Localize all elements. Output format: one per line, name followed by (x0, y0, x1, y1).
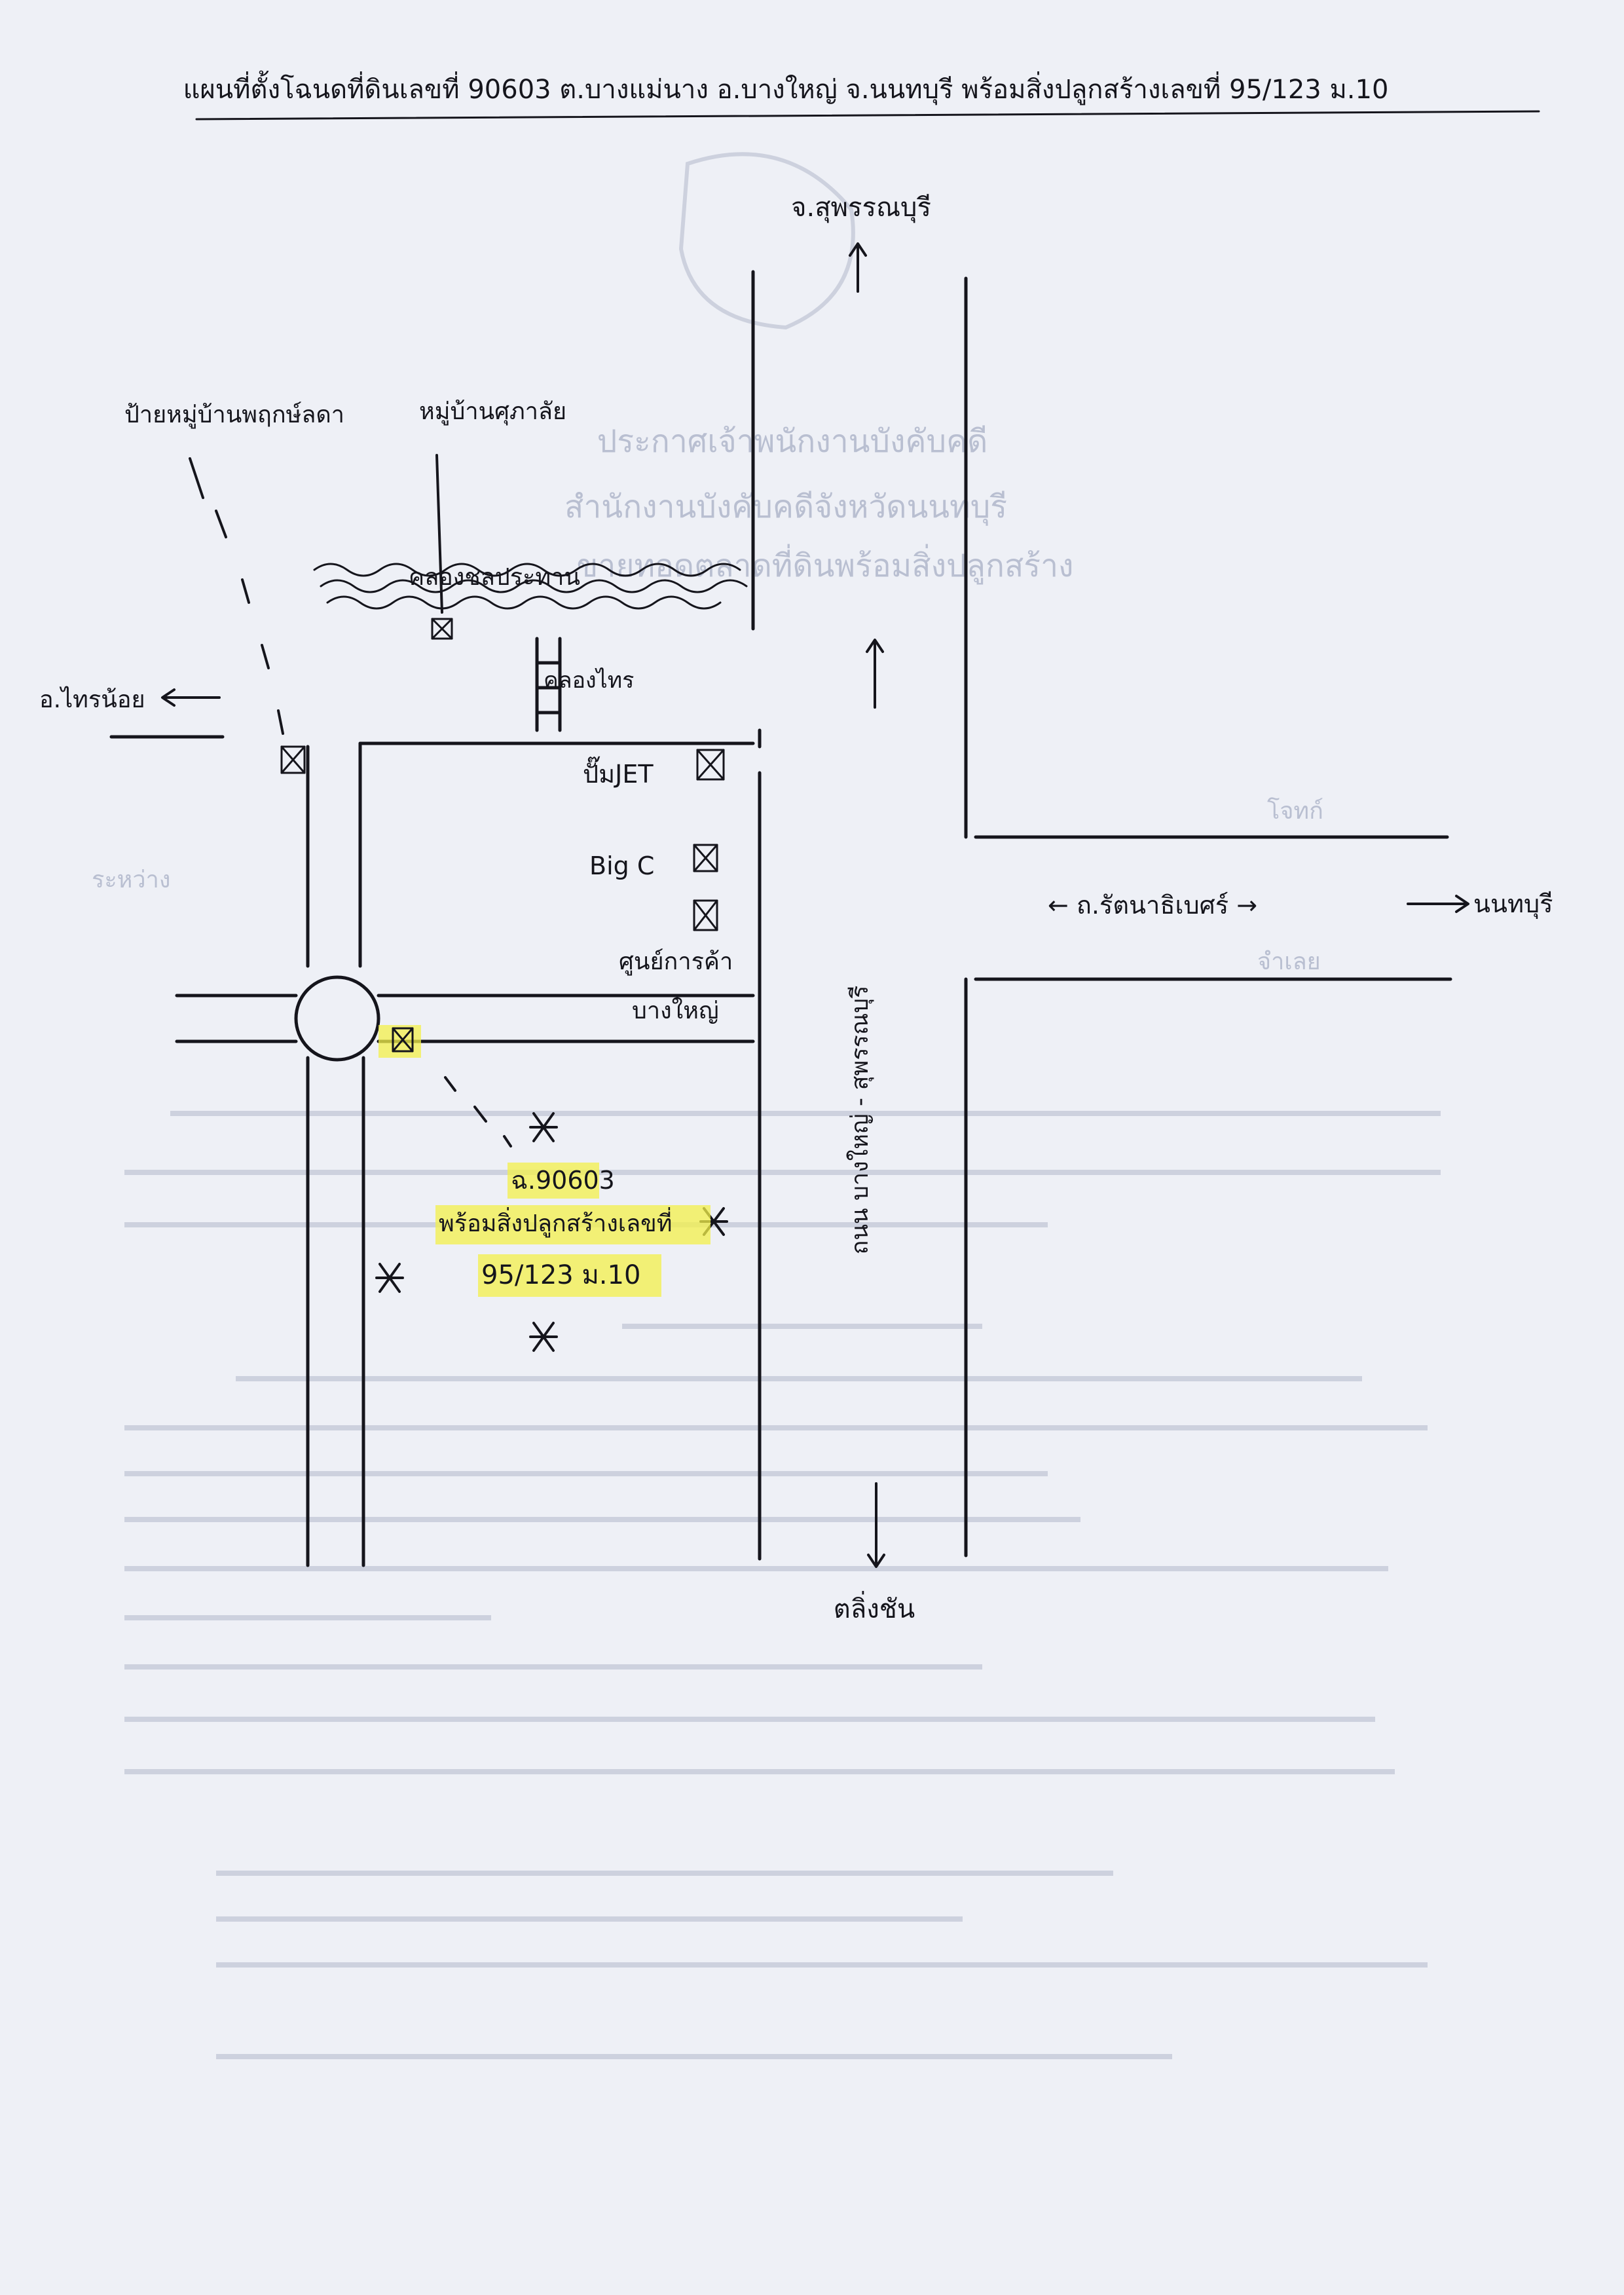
jet-label: ปั๊มJET (583, 756, 654, 789)
marker-canal-gate-icon (431, 618, 453, 640)
arrow-east-icon (1407, 895, 1469, 913)
village-lane (189, 457, 284, 735)
path-to-property (444, 1076, 512, 1148)
market-label: ศูนย์การค้า (619, 948, 733, 976)
highlight-entrance (378, 1025, 421, 1058)
canal-sai (535, 637, 562, 732)
arrow-north-2-icon (866, 639, 884, 709)
landmark-markers (280, 618, 725, 931)
roundabout (175, 975, 755, 1567)
direction-north-label: จ.สุพรรณบุรี (791, 193, 931, 223)
marker-market-icon (693, 899, 718, 931)
road-bangyai-suphanburi (751, 270, 968, 1561)
marker-entrance-icon (392, 1027, 414, 1053)
seal-mark (678, 152, 855, 330)
bigc-label: Big C (589, 851, 654, 880)
background-notice: ประกาศเจ้าพนักงานบังคับคดี สำนักงานบังคั… (92, 152, 1441, 2059)
canal-irrigation (313, 563, 748, 610)
notice-between: ระหว่าง (92, 867, 170, 893)
direction-south-label: ตลิ่งชัน (834, 1591, 915, 1624)
notice-defendant: จำเลย (1257, 948, 1321, 975)
highlight-property-label (435, 1205, 710, 1244)
arrows (161, 242, 1469, 1568)
map-title: แผนที่ตั้งโฉนดที่ดินเลขที่ 90603 ต.บางแม… (183, 70, 1389, 105)
star-1-icon (529, 1112, 558, 1142)
road-label-bangyai-suphanburi: ถนน บางใหญ่ - สุพรรณบุรี (846, 986, 874, 1255)
direction-east-label: นนทบุรี (1473, 889, 1553, 919)
canal-sai-label: คลองไทร (544, 667, 634, 694)
notice-plaintiff: โจทก์ (1267, 797, 1323, 825)
property-number-label: 95/123 ม.10 (481, 1260, 640, 1290)
marker-bigc-icon (693, 844, 718, 872)
highlight-deed (507, 1163, 599, 1199)
road-ratanathibet (974, 835, 1452, 981)
notice-heading-2: สำนักงานบังคับคดีจังหวัดนนทบุรี (564, 489, 1007, 526)
notice-heading-1: ประกาศเจ้าพนักงานบังคับคดี (597, 423, 987, 460)
arrow-north-icon (849, 242, 867, 293)
canal-irrigation-label: คลองชลประทาน (409, 564, 580, 591)
property-deed-label: ฉ.90603 (511, 1166, 615, 1195)
arrow-south-icon (867, 1482, 885, 1568)
notice-body-lines (124, 1111, 1441, 2059)
star-4-icon (529, 1322, 558, 1352)
marker-west-icon (280, 745, 306, 774)
star-3-icon (375, 1263, 404, 1293)
village-lane-2 (435, 454, 443, 614)
property-description-label: พร้อมสิ่งปลูกสร้างเลขที่ (439, 1207, 672, 1238)
village-sign-label: ป้ายหมู่บ้านพฤกษ์ลดา (124, 401, 344, 429)
arrow-west-icon (161, 688, 221, 707)
marker-jet-icon (696, 749, 725, 781)
direction-west-label: อ.ไทรน้อย (39, 686, 145, 713)
road-west (109, 735, 755, 968)
road-label-ratanathibet: ← ถ.รัตนาธิเบศร์ → (1048, 891, 1257, 920)
market-area-label: บางใหญ่ (632, 997, 719, 1024)
highlight-property-number (478, 1254, 661, 1297)
village-label: หมู่บ้านศุภาลัย (419, 398, 566, 426)
